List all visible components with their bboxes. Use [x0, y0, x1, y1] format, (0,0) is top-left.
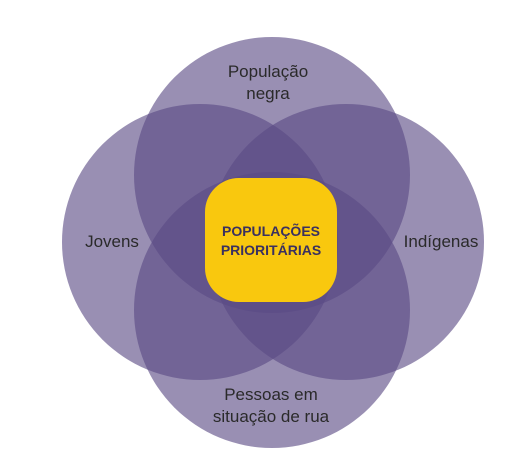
center-label-line1: POPULAÇÕES: [222, 222, 320, 239]
label-populacao-negra-line1: População: [228, 62, 308, 81]
label-indigenas: Indígenas: [404, 232, 479, 251]
label-pessoas-situacao-rua-line1: Pessoas em: [224, 385, 318, 404]
label-jovens: Jovens: [85, 232, 139, 251]
label-pessoas-situacao-rua-line2: situação de rua: [213, 407, 330, 426]
center-box: [205, 178, 337, 302]
circle-pessoas-situacao-rua: [134, 172, 410, 448]
label-populacao-negra-line2: negra: [246, 84, 290, 103]
center-label-line2: PRIORITÁRIAS: [221, 242, 321, 258]
